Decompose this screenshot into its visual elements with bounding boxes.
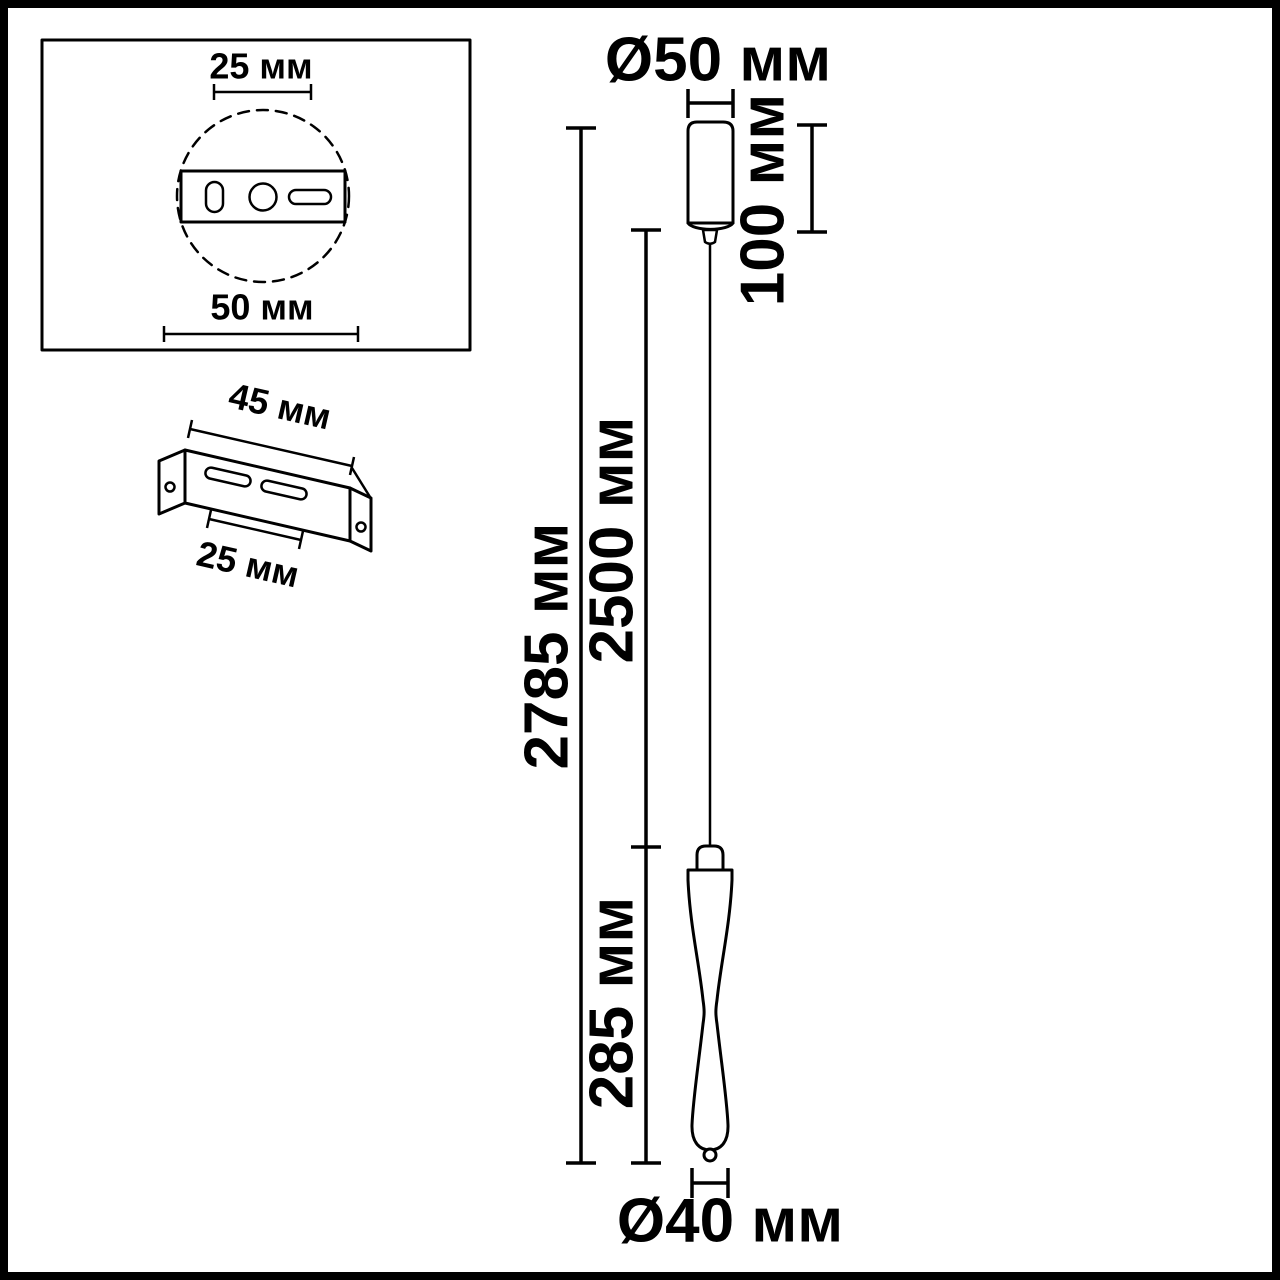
bracket-right-tab — [348, 486, 373, 553]
dim-tick — [348, 456, 356, 476]
dim-canopy-diameter: Ø50 мм — [605, 26, 831, 118]
canopy — [686, 120, 735, 225]
dim-body-diameter: Ø40 мм — [617, 1168, 843, 1256]
bottom-tip — [702, 1147, 718, 1163]
plate-center-hole — [248, 182, 278, 212]
bracket-slot-2 — [260, 479, 308, 501]
ceiling-hole-dashed-circle — [175, 108, 351, 284]
dim-line — [208, 517, 302, 542]
bracket-face — [183, 448, 352, 543]
lamp-body — [686, 868, 734, 1152]
bracket-right-hole — [355, 521, 367, 533]
pendant-drawing: Ø50 мм 100 мм 2785 мм 2500 мм 285 м — [513, 26, 844, 1256]
dim-line — [189, 427, 353, 468]
dim-canopy-diameter-label: Ø50 мм — [605, 26, 831, 95]
dim-body-height: 285 мм — [578, 847, 661, 1165]
dim-bracket-45mm-label: 45 мм — [225, 375, 335, 438]
dim-canopy-height: 100 мм — [729, 94, 827, 306]
dim-tick — [205, 509, 213, 529]
dim-tick — [297, 530, 305, 550]
dim-plate-25mm-label: 25 мм — [209, 46, 312, 87]
body-cap — [695, 844, 725, 872]
bracket-left-hole — [164, 481, 176, 493]
dim-canopy-height-label: 100 мм — [729, 94, 798, 306]
dim-bracket-25mm-label: 25 мм — [193, 533, 303, 596]
mount-plate-detail: 25 мм 50 мм — [40, 38, 472, 352]
plate-slot-left — [204, 180, 225, 214]
dim-cord-length-label: 2500 мм — [578, 417, 647, 664]
dim-cord-length: 2500 мм — [578, 228, 661, 849]
dim-total-height: 2785 мм — [513, 126, 596, 1165]
dim-extension — [350, 467, 372, 498]
bracket-slot-1 — [204, 466, 252, 488]
dim-tick — [186, 419, 194, 439]
dim-plate-50mm: 50 мм — [162, 287, 360, 342]
dim-plate-50mm-label: 50 мм — [210, 287, 313, 328]
dim-body-height-label: 285 мм — [578, 897, 647, 1109]
dim-body-diameter-label: Ø40 мм — [617, 1187, 843, 1256]
mount-plate — [179, 169, 347, 224]
cord-grip — [701, 228, 719, 245]
plate-slot-right — [287, 188, 333, 206]
dim-total-height-label: 2785 мм — [513, 523, 582, 770]
dim-plate-25mm: 25 мм — [209, 46, 313, 100]
bracket-detail: 45 мм 25 мм — [157, 375, 373, 596]
